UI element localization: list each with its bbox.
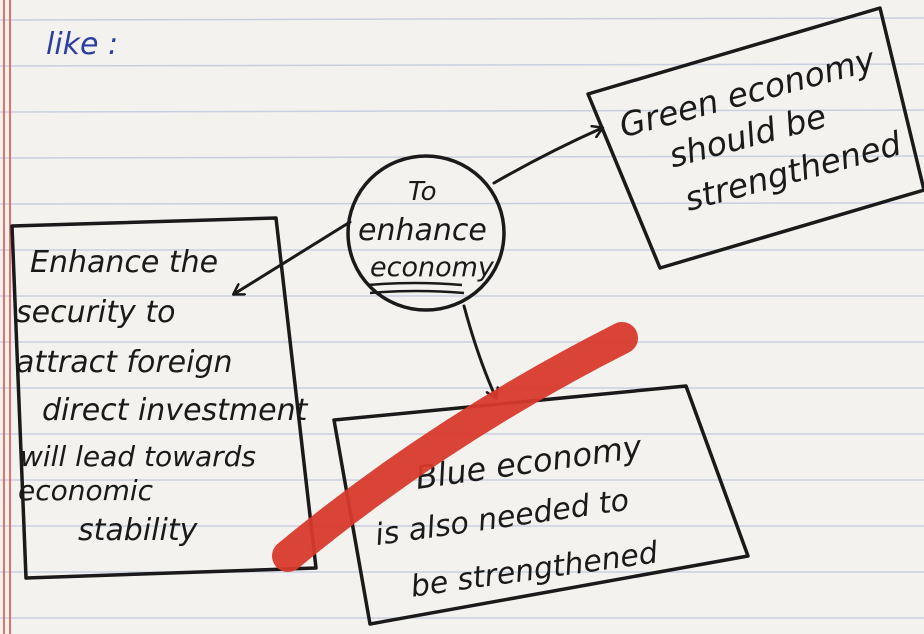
center-node-line3: economy [370, 252, 495, 283]
arrow-to-security-box [234, 220, 352, 294]
blue-box-line2: is also needed to [373, 483, 631, 553]
green-economy-box: Green economy should be strengthened [586, 6, 924, 270]
security-box-line3: attract foreign [16, 345, 233, 380]
security-box-line6: economic [18, 474, 154, 507]
security-box-line7: stability [78, 513, 199, 548]
security-box-line5: will lead towards [20, 440, 256, 473]
arrow-to-blue-box [462, 304, 496, 398]
security-box: Enhance the security to attract foreign … [10, 216, 318, 580]
intro-label: like : [46, 27, 118, 62]
blue-economy-box: Blue economy is also needed to be streng… [332, 384, 750, 626]
red-highlighter-stroke [272, 322, 638, 572]
center-node-line1: To [408, 177, 437, 207]
center-node-line2: enhance [358, 213, 487, 248]
security-box-line1: Enhance the [30, 245, 218, 280]
security-box-line2: security to [16, 295, 175, 330]
arrows [234, 128, 602, 398]
center-node: To enhance economy [346, 154, 506, 312]
margin-lines [3, 0, 11, 634]
center-node-underline [367, 281, 463, 287]
security-box-line4: direct investment [42, 393, 309, 428]
arrow-to-green-box [492, 128, 602, 185]
ruled-lines [0, 17, 924, 619]
center-node-underline-2 [369, 289, 465, 295]
